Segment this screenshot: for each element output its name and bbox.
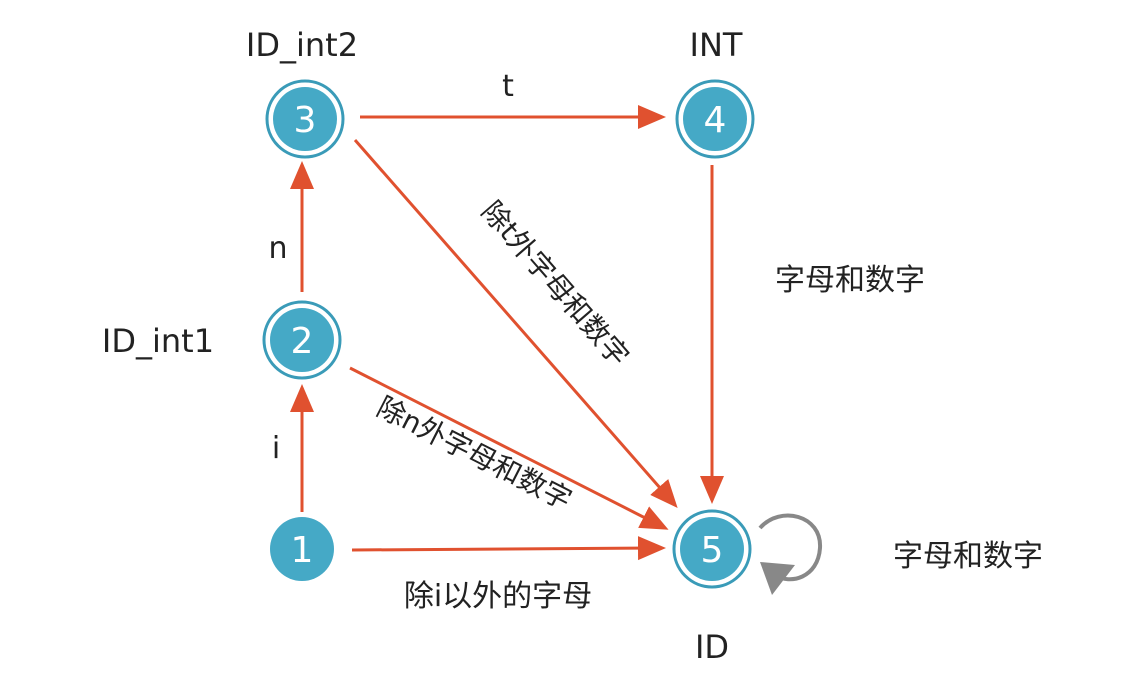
node-4-number: 4: [704, 100, 727, 141]
state-label-int: INT: [690, 26, 743, 64]
node-2-number: 2: [291, 321, 314, 362]
edge-label-1-5: 除i以外的字母: [404, 579, 592, 614]
node-1[interactable]: 1: [270, 517, 334, 581]
node-2[interactable]: 2: [262, 300, 342, 380]
state-label-id-int2: ID_int2: [246, 26, 358, 64]
node-3[interactable]: 3: [265, 79, 345, 159]
self-loop-5: [758, 513, 823, 595]
edge-label-5-5: 字母和数字: [893, 539, 1043, 574]
edge-3-5: [353, 139, 678, 509]
edge-label-n: n: [268, 231, 287, 266]
edge-2-5: [349, 366, 669, 530]
edge-1-5: [351, 536, 666, 561]
node-1-number: 1: [291, 530, 314, 571]
edge-label-4-5: 字母和数字: [775, 263, 925, 298]
edge-label-t: t: [502, 69, 514, 104]
node-5[interactable]: 5: [672, 509, 752, 589]
state-label-id: ID: [695, 628, 729, 666]
node-5-number: 5: [701, 530, 724, 571]
state-label-id-int1: ID_int1: [102, 322, 214, 360]
edge-label-3-5: 除t外字母和数字: [475, 195, 636, 373]
node-4[interactable]: 4: [675, 79, 755, 159]
edge-label-2-5: 除n外字母和数字: [372, 390, 577, 516]
edge-label-i: i: [272, 431, 280, 466]
node-3-number: 3: [294, 100, 317, 141]
